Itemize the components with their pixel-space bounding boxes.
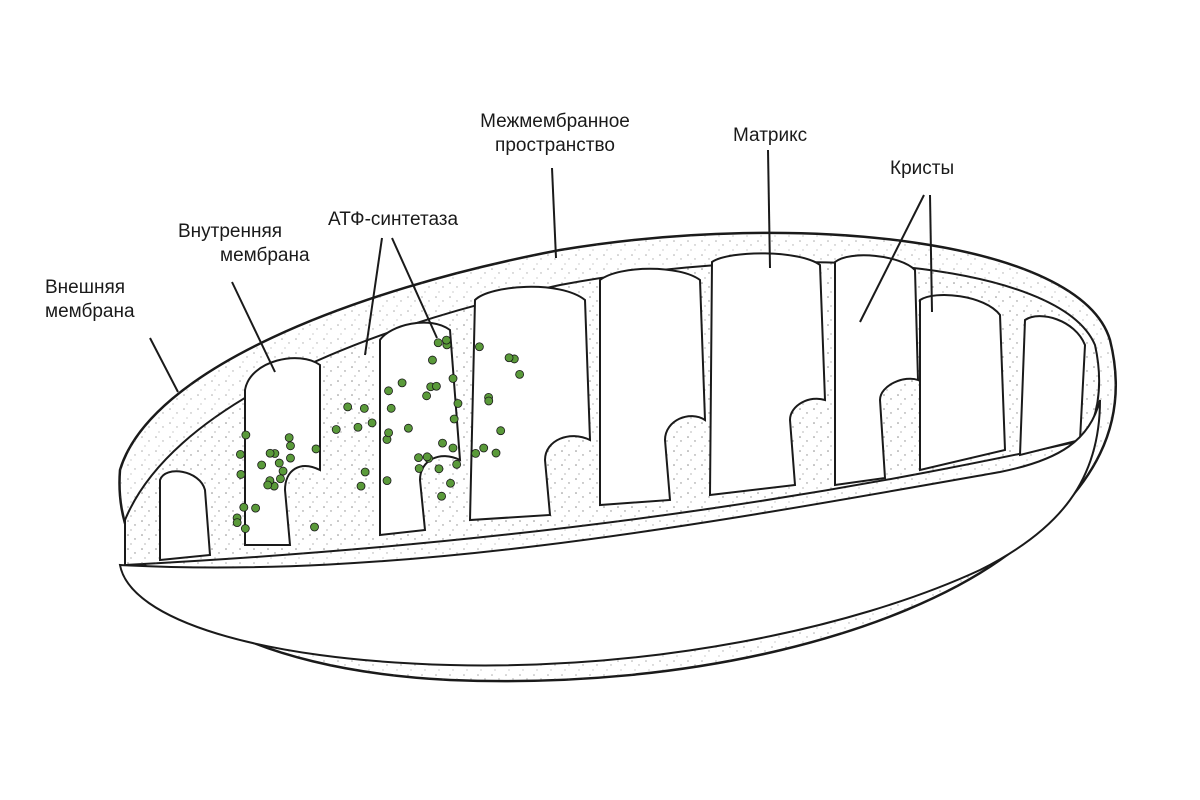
atp-synthase-particle [484,396,494,406]
label-atp-synthase: АТФ-синтетаза [328,209,459,230]
atp-synthase-particle [251,503,260,513]
atp-synthase-particle [384,428,393,438]
atp-synthase-particle [240,524,250,533]
atp-synthase-particle [515,369,525,379]
atp-synthase-particle [397,378,407,388]
atp-synthase-particle [235,449,245,459]
atp-synthase-particle [386,403,396,413]
atp-synthase-particle [286,453,295,463]
atp-synthase-particle [452,459,462,469]
atp-synthase-particle [241,430,251,440]
atp-synthase-particle [278,466,288,476]
atp-synthase-particle [286,441,295,451]
label-line: Внутренняя [178,221,283,242]
atp-synthase-particle [284,433,294,443]
atp-synthase-particle [360,467,370,477]
atp-synthase-dots [232,335,525,533]
atp-synthase-particle [475,342,484,352]
atp-synthase-particle [414,464,424,473]
atp-synthase-particle [453,399,463,408]
atp-synthase-particle [433,338,443,348]
label-line: Внешняя [45,277,126,298]
atp-synthase-particle [356,481,366,491]
atp-synthase-particle [331,425,341,434]
label-outer-membrane: Внешняя мембрана [45,276,135,324]
label-cristae: Кристы [890,158,955,179]
atp-synthase-particle [403,423,413,433]
atp-synthase-particle [491,448,501,458]
cristae [159,252,1087,562]
leader-lines [149,149,933,393]
label-matrix: Матрикс [733,125,808,146]
atp-synthase-particle [448,443,458,453]
atp-synthase-particle [384,386,393,396]
label-intermembrane-space: Межмембранное пространство [455,110,655,158]
atp-synthase-particle [311,444,321,454]
atp-synthase-particle [367,418,377,428]
atp-synthase-particle [382,476,392,486]
atp-synthase-particle [353,422,363,432]
atp-synthase-particle [265,448,275,458]
atp-synthase-particle [257,460,267,470]
label-line: Межмембранное [480,111,630,132]
atp-synthase-particle [446,478,455,488]
atp-synthase-particle [274,458,284,468]
atp-synthase-particle [422,391,431,401]
atp-synthase-particle [448,374,458,383]
atp-synthase-particle [479,443,489,453]
atp-synthase-particle [310,522,319,532]
atp-synthase-particle [422,452,432,462]
atp-synthase-particle [239,502,249,512]
atp-synthase-particle [442,335,451,345]
atp-synthase-particle [359,404,369,413]
atp-synthase-particle [236,470,246,479]
atp-synthase-particle [343,402,353,412]
label-line: пространство [495,135,615,156]
atp-synthase-particle [432,381,441,391]
atp-synthase-particle [414,453,423,463]
label-line: мембрана [220,245,310,266]
atp-synthase-particle [438,438,447,448]
atp-synthase-particle [449,414,459,424]
atp-synthase-particle [263,480,273,490]
atp-synthase-particle [428,355,437,365]
atp-synthase-particle [471,449,481,458]
atp-synthase-particle [504,353,514,363]
atp-synthase-particle [437,491,446,501]
atp-synthase-particle [232,518,242,528]
label-inner-membrane: Внутренняя мембрана [178,220,310,268]
label-line: мембрана [45,301,135,322]
atp-synthase-particle [434,464,444,474]
atp-synthase-particle [496,426,506,436]
atp-synthase-particle [276,474,285,484]
